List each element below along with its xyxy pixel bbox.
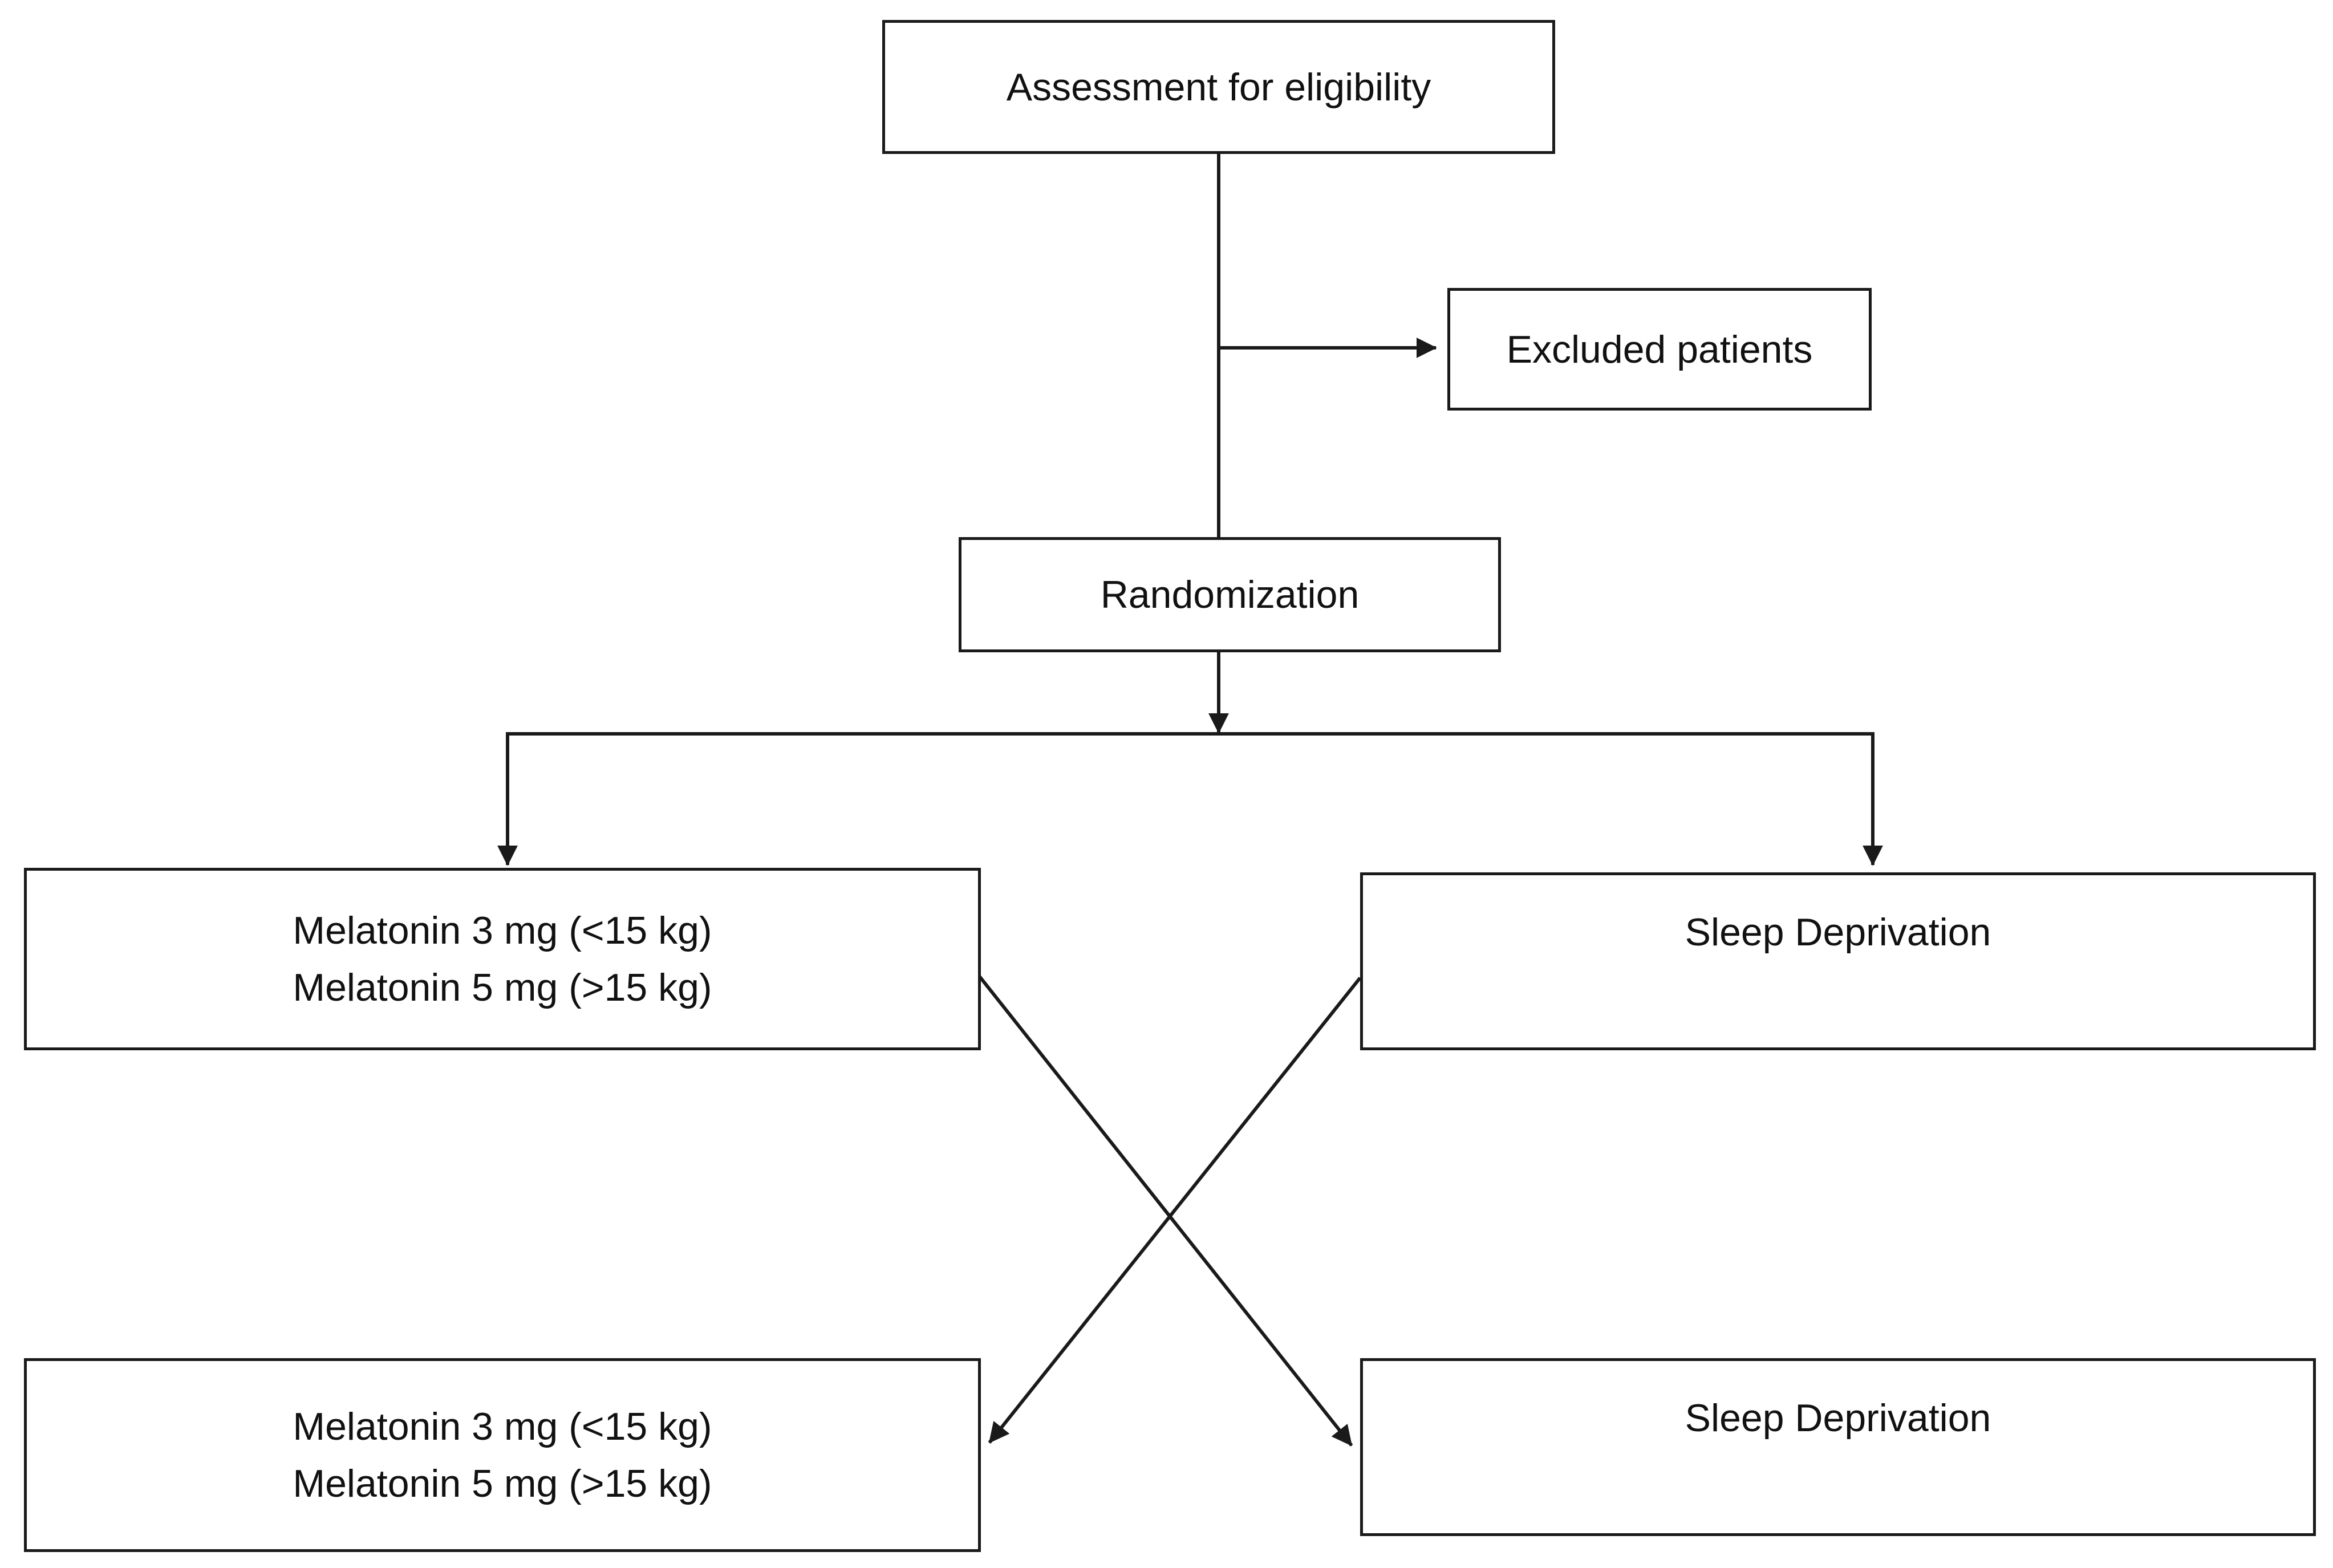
melatonin-dose-line-2: Melatonin 5 mg (>15 kg)	[293, 1462, 712, 1505]
edge-crossover-sleep-to-melatonin	[988, 977, 1362, 1444]
node-excluded-label: Excluded patients	[1506, 327, 1813, 371]
node-period1-melatonin-lines: Melatonin 3 mg (<15 kg) Melatonin 5 mg (…	[293, 902, 712, 1016]
node-randomization-label: Randomization	[1100, 573, 1360, 616]
edge-crossover-melatonin-to-sleep	[978, 976, 1353, 1447]
node-period1-melatonin: Melatonin 3 mg (<15 kg) Melatonin 5 mg (…	[24, 868, 981, 1050]
melatonin-dose-line-1: Melatonin 3 mg (<15 kg)	[293, 1405, 712, 1448]
node-period2-sleep-deprivation: Sleep Deprivation	[1360, 1358, 2316, 1536]
node-randomization: Randomization	[959, 537, 1501, 652]
node-period1-sleep-deprivation: Sleep Deprivation	[1360, 872, 2316, 1050]
node-period1-sleep-label: Sleep Deprivation	[1685, 911, 1991, 954]
node-period2-melatonin-lines: Melatonin 3 mg (<15 kg) Melatonin 5 mg (…	[293, 1398, 712, 1512]
node-assessment-label: Assessment for eligibility	[1006, 65, 1431, 109]
node-assessment-for-eligibility: Assessment for eligibility	[882, 20, 1555, 154]
node-period2-melatonin: Melatonin 3 mg (<15 kg) Melatonin 5 mg (…	[24, 1358, 981, 1552]
node-excluded-patients: Excluded patients	[1447, 288, 1872, 411]
node-period2-sleep-label: Sleep Deprivation	[1685, 1396, 1991, 1440]
melatonin-dose-line-2: Melatonin 5 mg (>15 kg)	[293, 966, 712, 1009]
melatonin-dose-line-1: Melatonin 3 mg (<15 kg)	[293, 909, 712, 952]
